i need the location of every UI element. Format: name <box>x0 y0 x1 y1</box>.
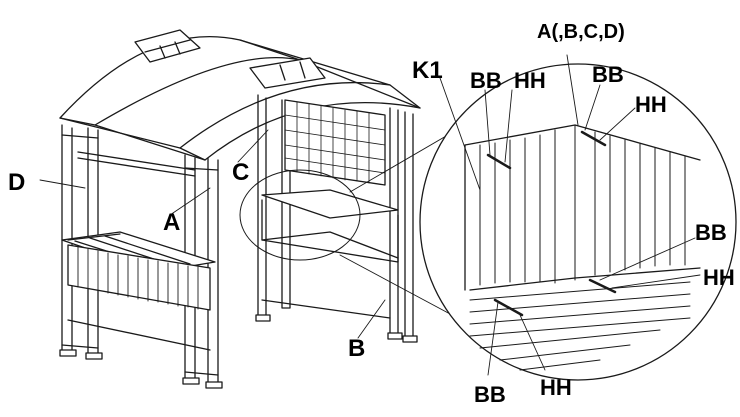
label-bb-top-right: BB <box>592 62 624 87</box>
label-a: A <box>163 209 180 236</box>
label-c: C <box>232 159 249 186</box>
hanging-rod <box>77 151 196 171</box>
label-hh-top-left: HH <box>514 68 546 93</box>
label-hh-top-right: HH <box>635 92 667 117</box>
post-b-right <box>404 111 414 339</box>
label-assembly: A(,B,C,D) <box>537 21 625 43</box>
label-bb-bottom: BB <box>474 382 506 407</box>
right-planter <box>261 189 399 219</box>
detail-view <box>39 54 737 381</box>
label-d: D <box>8 169 25 196</box>
screw-hh-top-right <box>580 130 607 147</box>
screw-hh-mid-right <box>588 278 617 294</box>
label-hh-bottom: HH <box>540 375 572 400</box>
detail-circle <box>419 63 737 381</box>
detail-callout-small <box>239 169 361 261</box>
label-hh-mid-right: HH <box>703 265 735 290</box>
label-bb-mid-right: BB <box>695 220 727 245</box>
label-bb-top-left: BB <box>470 68 502 93</box>
label-k1: K1 <box>412 57 443 84</box>
arbor-assembly <box>59 29 481 389</box>
lattice-panel <box>284 99 386 186</box>
post-c-right <box>389 107 399 336</box>
label-b: B <box>348 335 365 362</box>
screw-hh-top-left <box>486 153 512 170</box>
screw-hh-bottom <box>493 298 524 317</box>
planter-box <box>67 244 211 311</box>
